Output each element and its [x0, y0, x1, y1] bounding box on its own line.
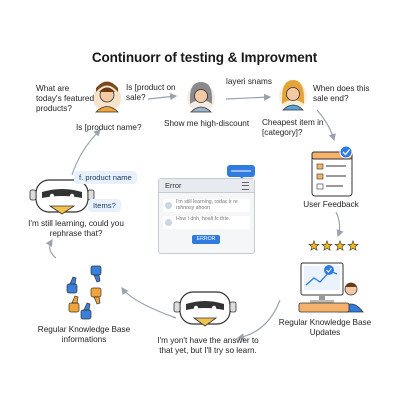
star-icon [321, 239, 333, 251]
star-icon [308, 239, 320, 251]
user-avatar-1 [93, 81, 121, 113]
menu-icon[interactable] [242, 182, 249, 190]
arrow-1 [147, 93, 178, 101]
robot-bottom [173, 291, 237, 327]
error-message-row: I'm still learning, rodac ir re rshnosy … [163, 199, 250, 212]
bubble-items: Items? [88, 199, 121, 212]
label-kb-informations: Regular Knowledge Base informations [37, 325, 131, 344]
feedback-form-illustration [311, 145, 353, 197]
arrow-2 [225, 93, 272, 101]
question-cheapest: Cheapest item in [category]? [262, 118, 324, 137]
bot-reply-learn: I'm yon't have the answer to that yet, b… [157, 336, 259, 355]
error-button[interactable]: ERROR [192, 235, 220, 244]
label-kb-updates: Regular Knowledge Base Updates [278, 318, 372, 337]
thumb-down-icon [90, 287, 102, 305]
avatar-icon [165, 202, 172, 209]
question-product-name: Is [product name? [76, 123, 142, 132]
question-featured: What are today's featured products? [36, 84, 95, 113]
error-panel: Error I'm still learning, rodac ir re rs… [158, 178, 255, 254]
robot-left [29, 179, 95, 215]
star-icon [334, 239, 346, 251]
error-message-row: Hsw I dnh, hoalt fc thte. [163, 216, 250, 229]
thumb-up-icon [80, 302, 92, 320]
thumb-down-icon [90, 265, 102, 283]
arrow-3 [316, 109, 336, 142]
thumb-up-icon [66, 276, 78, 294]
thumbs-cluster [66, 265, 102, 320]
question-high-discount: Show me high-discount [164, 119, 250, 128]
thumb-up-icon [68, 295, 80, 313]
arrow-5 [236, 299, 281, 341]
arrow-6 [121, 287, 177, 319]
avatar-icon [165, 219, 172, 226]
kb-update-illustration [298, 262, 364, 313]
bubble-product-name: f. product name [74, 171, 137, 184]
star-icon [347, 239, 359, 251]
question-layeri: layeri snams [226, 77, 272, 86]
user-avatar-3 [279, 80, 307, 111]
arrow-8 [71, 129, 101, 176]
label-user-feedback: User Feedback [303, 200, 359, 209]
arrow-7 [45, 238, 57, 259]
question-on-sale: Is [product on sale? [126, 83, 176, 102]
bot-reply-rephrase: I'm still learning, could you rephrase t… [28, 219, 124, 238]
page-title: Continuorr of testing & Improvment [91, 50, 318, 65]
question-when-sale-ends: When does this sale end? [313, 84, 370, 103]
rating-stars [308, 239, 359, 251]
error-panel-header: Error [159, 179, 254, 193]
error-title: Error [165, 181, 182, 190]
arrow-4 [335, 211, 344, 238]
user-avatar-2 [187, 82, 215, 113]
